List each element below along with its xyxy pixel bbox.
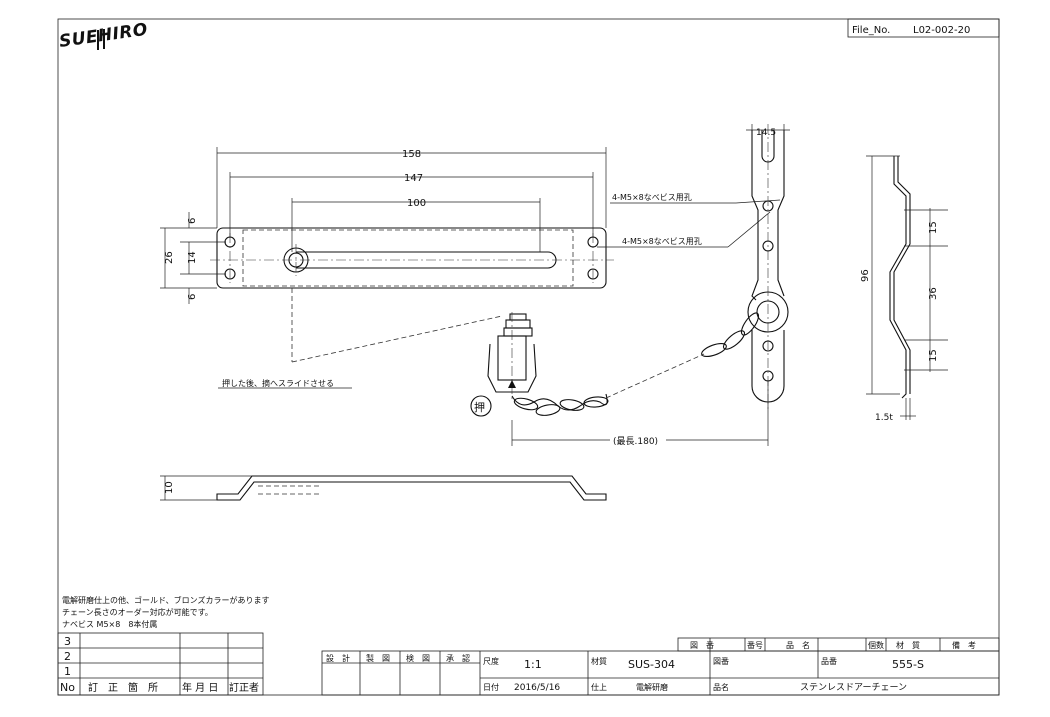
dim-max-length: (最長.180) bbox=[613, 436, 658, 447]
slide-guide-line-2 bbox=[291, 315, 503, 363]
revision-row-2: 2 bbox=[64, 650, 71, 663]
parts-header-number: 番号 bbox=[747, 640, 763, 650]
note-3: ナベビス M5×8 8本付属 bbox=[62, 619, 157, 629]
dim-thickness: 1.5t bbox=[875, 413, 893, 423]
drawing-no-label: 図番 bbox=[713, 656, 729, 666]
material-value: SUS-304 bbox=[628, 658, 675, 671]
front-view-dimensions bbox=[160, 147, 607, 304]
dim-26: 26 bbox=[164, 251, 175, 264]
dim-36: 36 bbox=[928, 287, 939, 300]
screw-hole-callout-1: 4-M5×8なべビス用孔 bbox=[612, 193, 692, 202]
scale-value: 1:1 bbox=[524, 658, 542, 671]
front-view-plate bbox=[210, 227, 614, 289]
approval-check: 検 図 bbox=[406, 653, 430, 663]
scale-label: 尺度 bbox=[483, 656, 499, 666]
parts-header-remarks: 備 考 bbox=[952, 640, 976, 650]
finish-label: 仕上 bbox=[591, 682, 607, 692]
slide-note: 押した後、摘へスライドさせる bbox=[222, 378, 334, 388]
bottom-side-view bbox=[160, 475, 607, 501]
revision-header-location: 訂 正 箇 所 bbox=[88, 681, 158, 694]
dim-6-bottom: 6 bbox=[187, 294, 198, 300]
dim-6-top: 6 bbox=[187, 218, 198, 224]
chain-knob-assembly bbox=[470, 312, 537, 417]
approval-design: 設 計 bbox=[326, 653, 350, 663]
side-view-profile bbox=[866, 155, 948, 420]
approval-drafting: 製 図 bbox=[366, 653, 390, 663]
parts-header-qty: 個数 bbox=[868, 640, 884, 650]
dim-158: 158 bbox=[402, 149, 421, 160]
revision-header-date: 年 月 日 bbox=[182, 681, 218, 694]
sheet-border bbox=[57, 18, 1000, 696]
product-name-label: 品名 bbox=[713, 682, 729, 692]
dim-147: 147 bbox=[404, 173, 423, 184]
product-no-value: 555-S bbox=[892, 658, 924, 671]
parts-header-material: 材 質 bbox=[896, 640, 920, 650]
revision-row-1: 1 bbox=[64, 665, 71, 678]
revision-table bbox=[57, 632, 264, 696]
dim-100: 100 bbox=[407, 198, 426, 209]
approval-approve: 承 認 bbox=[446, 653, 470, 663]
parts-header-name: 品 名 bbox=[786, 640, 810, 650]
dim-14: 14 bbox=[187, 251, 198, 264]
finish-value: 電解研磨 bbox=[636, 682, 668, 692]
file-number-box bbox=[847, 18, 1000, 38]
note-1: 電解研磨仕上の他、ゴールド、ブロンズカラーがあります bbox=[62, 595, 270, 605]
file-number-label: File_No. bbox=[852, 25, 890, 36]
date-value: 2016/5/16 bbox=[514, 683, 560, 693]
revision-row-3: 3 bbox=[64, 635, 71, 648]
dim-15-top: 15 bbox=[928, 221, 939, 234]
dim-15-bottom: 15 bbox=[928, 349, 939, 362]
date-label: 日付 bbox=[483, 682, 499, 692]
push-mark-circle bbox=[470, 395, 492, 417]
product-name-value: ステンレスドアーチェーン bbox=[800, 682, 907, 693]
dim-96: 96 bbox=[860, 269, 871, 282]
dim-14-5: 14.5 bbox=[756, 128, 776, 138]
product-no-label: 品番 bbox=[821, 656, 837, 666]
screw-hole-callout-2: 4-M5×8なべビス用孔 bbox=[622, 237, 702, 246]
suehiro-logo: SUEHIRO bbox=[58, 20, 149, 52]
note-2: チェーン長さのオーダー対応が可能です。 bbox=[62, 607, 213, 617]
revision-header-editor: 訂正者 bbox=[229, 681, 259, 694]
revision-header-no: No bbox=[60, 681, 75, 694]
parts-header-drawing: 図 番 bbox=[690, 640, 714, 650]
material-label: 材質 bbox=[591, 656, 607, 666]
dim-10: 10 bbox=[164, 481, 175, 494]
chain bbox=[511, 312, 760, 416]
chain-bracket-front bbox=[747, 124, 789, 410]
file-number-value: L02-002-20 bbox=[913, 25, 970, 36]
title-block bbox=[321, 637, 1000, 696]
push-mark: 押 bbox=[474, 400, 485, 414]
